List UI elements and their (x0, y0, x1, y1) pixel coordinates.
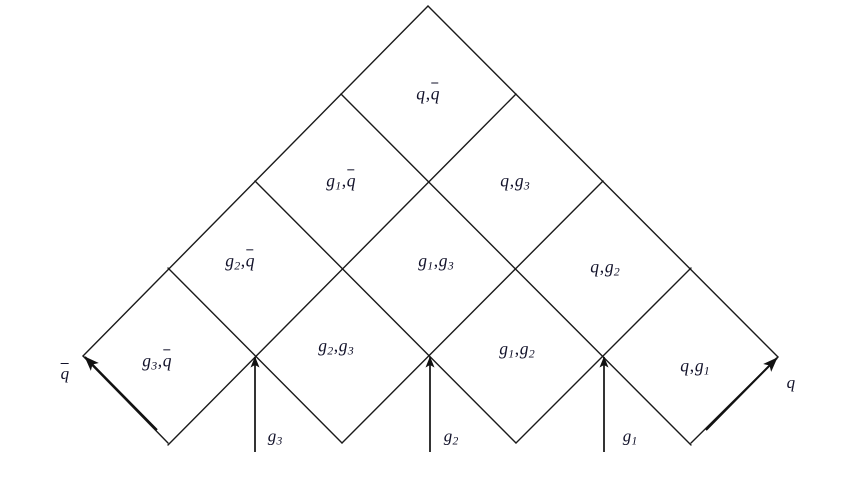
external-leg-arrows (84, 356, 778, 431)
lattice-lines-down-left (82, 5, 779, 446)
leg-label-antiquark-out: q (60, 362, 70, 383)
lattice-line-dl-3 (515, 267, 692, 444)
antiquark-out-arrow (84, 356, 158, 431)
lattice-line-dr-1 (340, 93, 692, 446)
cell-label-r1c1: q,q (416, 82, 440, 104)
lattice-line-dr-3 (167, 267, 343, 444)
leg-label-quark-out: q (786, 373, 796, 392)
lattice-line-dl-0 (82, 5, 429, 357)
quark-out-arrow (705, 357, 778, 431)
cell-label-r4c2: g2,g3 (318, 335, 354, 358)
cell-label-r3c3: q,g2 (590, 256, 620, 279)
cell-label-r3c1: g2,q (225, 249, 255, 273)
gluon-label-gluon-3: g3 (267, 426, 283, 448)
cell-label-r4c3: g1,g2 (499, 338, 535, 361)
gluon-label-gluon-2: g2 (443, 426, 459, 448)
gluon-leg-arrows (250, 356, 609, 452)
cell-label-r4c4: q,g1 (680, 355, 710, 378)
lattice-line-dl-1 (167, 93, 517, 446)
cell-label-r3c2: g1,g3 (418, 250, 454, 273)
cell-label-r4c1: g3,q (142, 349, 172, 373)
lattice-line-dl-2 (341, 180, 604, 444)
lattice-line-dr-2 (254, 180, 517, 444)
cell-label-r2c2: q,g3 (500, 170, 530, 193)
cell-label-r2c1: g1,q (326, 169, 356, 193)
gluon-label-gluon-1: g1 (622, 426, 638, 448)
